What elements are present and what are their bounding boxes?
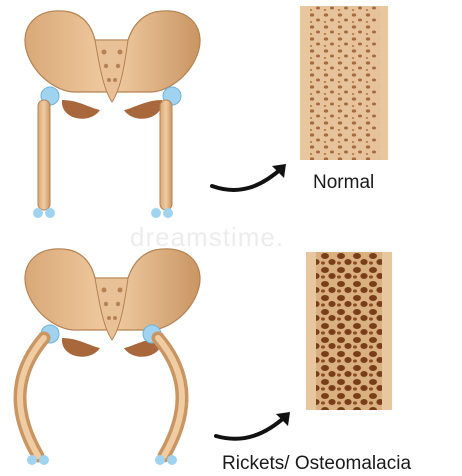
rickets-skeleton-illustration xyxy=(0,238,462,476)
arrow-normal xyxy=(212,168,282,190)
rickets-panel: Rickets/ Osteomalacia xyxy=(0,238,462,476)
normal-label: Normal xyxy=(313,172,374,194)
bowed-legs xyxy=(20,338,182,456)
normal-panel: Normal xyxy=(0,0,462,238)
rickets-label: Rickets/ Osteomalacia xyxy=(222,453,411,475)
normal-skeleton-illustration xyxy=(0,0,462,238)
rickets-bone-tissue xyxy=(306,252,392,410)
normal-bone-tissue xyxy=(300,6,388,160)
arrow-rickets xyxy=(216,416,286,439)
